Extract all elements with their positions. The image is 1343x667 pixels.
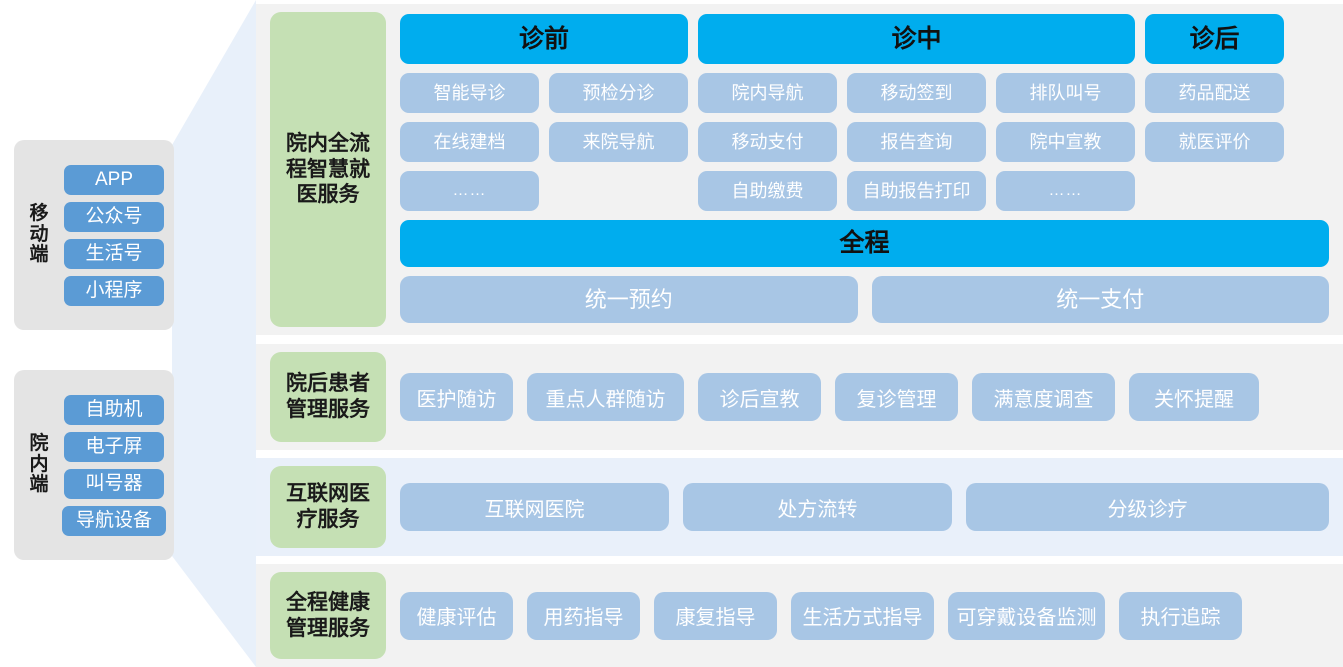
phase-header-after-visit[interactable]: 诊后 [1145,14,1284,64]
service-chip-lifestyle-guidance[interactable]: 生活方式指导 [791,591,934,640]
channel-panel-mobile: 移动端 APP 公众号 生活号 小程序 [14,140,174,330]
service-chip-satisfaction-survey[interactable]: 满意度调查 [972,373,1115,421]
service-chip-tiered-diagnosis[interactable]: 分级诊疗 [965,483,1329,531]
service-chip-medication-guidance[interactable]: 用药指导 [527,591,640,640]
service-cell-inhospital-education[interactable]: 院中宣教 [996,122,1135,162]
band-body-inhospital-full-process: 诊前 智能导诊 预检分诊 在线建档 来院导航 …… [386,4,1343,335]
channel-chip-queue-caller[interactable]: 叫号器 [64,468,164,499]
service-chip-key-population-followup[interactable]: 重点人群随访 [527,373,684,421]
phase-row: 就医评价 [1145,122,1284,162]
band-label-health-management-service: 全程健康管理服务 [270,572,386,659]
service-cell-medicine-delivery[interactable]: 药品配送 [1145,73,1284,113]
band-body-internet-medical-service: 互联网医院 处方流转 分级诊疗 [386,458,1343,556]
phase-row: 院内导航 移动签到 排队叫号 [698,73,1135,113]
phase-during-visit: 诊中 院内导航 移动签到 排队叫号 移动支付 报告查询 院中宣教 自助缴费 自助… [698,14,1135,211]
phase-header-during-visit[interactable]: 诊中 [698,14,1135,64]
channel-chip-self-service-kiosk[interactable]: 自助机 [64,394,164,425]
service-chip-row: 健康评估 用药指导 康复指导 生活方式指导 可穿戴设备监测 执行追踪 [386,564,1343,667]
band-label-internet-medical-service: 互联网医疗服务 [270,466,386,548]
service-chip-post-visit-education[interactable]: 诊后宣教 [698,373,821,421]
service-cell-self-payment[interactable]: 自助缴费 [698,171,837,211]
service-chip-revisit-management[interactable]: 复诊管理 [835,373,958,421]
service-cell-placeholder [549,171,688,211]
service-cell-unified-appointment[interactable]: 统一预约 [400,276,858,323]
phase-columns: 诊前 智能导诊 预检分诊 在线建档 来院导航 …… [386,4,1343,211]
service-chip-care-reminder[interactable]: 关怀提醒 [1129,373,1259,421]
service-cell-smart-guidance[interactable]: 智能导诊 [400,73,539,113]
service-chip-health-assessment[interactable]: 健康评估 [400,591,513,640]
service-cell-arrival-navigation[interactable]: 来院导航 [549,122,688,162]
service-chip-row: 互联网医院 处方流转 分级诊疗 [386,458,1343,556]
channel-chip-mini-program[interactable]: 小程序 [64,275,164,306]
channel-chip-navigation-device[interactable]: 导航设备 [62,505,166,536]
service-chip-wearable-monitoring[interactable]: 可穿戴设备监测 [948,591,1105,640]
service-cell-unified-payment[interactable]: 统一支付 [871,276,1329,323]
channel-column: 移动端 APP 公众号 生活号 小程序 院内端 自助机 电子屏 叫号器 导航设备 [14,0,174,667]
phase-row: 自助缴费 自助报告打印 …… [698,171,1135,211]
phase-after-visit: 诊后 药品配送 就医评价 [1145,14,1284,211]
phase-row [1145,171,1284,211]
band-post-discharge-management: 院后患者管理服务 医护随访 重点人群随访 诊后宣教 复诊管理 满意度调查 关怀提… [256,344,1343,450]
band-body-health-management-service: 健康评估 用药指导 康复指导 生活方式指导 可穿戴设备监测 执行追踪 [386,564,1343,667]
service-cell-queue-calling[interactable]: 排队叫号 [996,73,1135,113]
service-cell-placeholder [1145,171,1284,211]
channel-panel-mobile-title: 移动端 [29,203,49,266]
phase-row: 在线建档 来院导航 [400,122,688,162]
channel-chip-app[interactable]: APP [64,164,164,195]
service-cell-pre-triage[interactable]: 预检分诊 [549,73,688,113]
channel-panel-mobile-items: APP 公众号 生活号 小程序 [62,157,174,314]
service-chip-nursing-followup[interactable]: 医护随访 [400,373,513,421]
service-cell-report-query[interactable]: 报告查询 [847,122,986,162]
service-cell-online-record[interactable]: 在线建档 [400,122,539,162]
service-chip-execution-tracking[interactable]: 执行追踪 [1119,591,1242,640]
band-label-inhospital-full-process: 院内全流程智慧就医服务 [270,12,386,327]
service-cell-mobile-checkin[interactable]: 移动签到 [847,73,986,113]
service-chip-rehabilitation-guidance[interactable]: 康复指导 [654,591,777,640]
service-cell-self-report-print[interactable]: 自助报告打印 [847,171,986,211]
service-map: 院内全流程智慧就医服务 诊前 智能导诊 预检分诊 在线建档 来院导航 …… [256,0,1343,667]
phase-row: 移动支付 报告查询 院中宣教 [698,122,1135,162]
channel-panel-inhospital-title: 院内端 [29,433,49,496]
channel-chip-official-account[interactable]: 公众号 [64,201,164,232]
service-cell-more-during-visit[interactable]: …… [996,171,1135,211]
service-cell-more-before-visit[interactable]: …… [400,171,539,211]
service-cell-mobile-payment[interactable]: 移动支付 [698,122,837,162]
channel-panel-inhospital-items: 自助机 电子屏 叫号器 导航设备 [62,387,174,544]
channel-chip-electronic-screen[interactable]: 电子屏 [64,431,164,462]
band-label-post-discharge-management: 院后患者管理服务 [270,352,386,442]
phase-row: 智能导诊 预检分诊 [400,73,688,113]
band-health-management-service: 全程健康管理服务 健康评估 用药指导 康复指导 生活方式指导 可穿戴设备监测 执… [256,564,1343,667]
whole-journey-section: 全程 统一预约 统一支付 [386,211,1343,333]
band-body-post-discharge-management: 医护随访 重点人群随访 诊后宣教 复诊管理 满意度调查 关怀提醒 [386,344,1343,450]
phase-before-visit: 诊前 智能导诊 预检分诊 在线建档 来院导航 …… [400,14,688,211]
service-cell-inhospital-navigation[interactable]: 院内导航 [698,73,837,113]
service-chip-prescription-circulation[interactable]: 处方流转 [682,483,952,531]
band-internet-medical-service: 互联网医疗服务 互联网医院 处方流转 分级诊疗 [256,458,1343,556]
channel-chip-life-account[interactable]: 生活号 [64,238,164,269]
phase-header-before-visit[interactable]: 诊前 [400,14,688,64]
whole-journey-row: 统一预约 统一支付 [400,276,1329,323]
service-chip-internet-hospital[interactable]: 互联网医院 [400,483,669,531]
phase-header-whole-journey[interactable]: 全程 [400,220,1329,267]
phase-row: …… [400,171,688,211]
service-chip-row: 医护随访 重点人群随访 诊后宣教 复诊管理 满意度调查 关怀提醒 [386,344,1343,450]
service-cell-visit-evaluation[interactable]: 就医评价 [1145,122,1284,162]
band-inhospital-full-process: 院内全流程智慧就医服务 诊前 智能导诊 预检分诊 在线建档 来院导航 …… [256,4,1343,335]
phase-row: 药品配送 [1145,73,1284,113]
channel-panel-inhospital: 院内端 自助机 电子屏 叫号器 导航设备 [14,370,174,560]
